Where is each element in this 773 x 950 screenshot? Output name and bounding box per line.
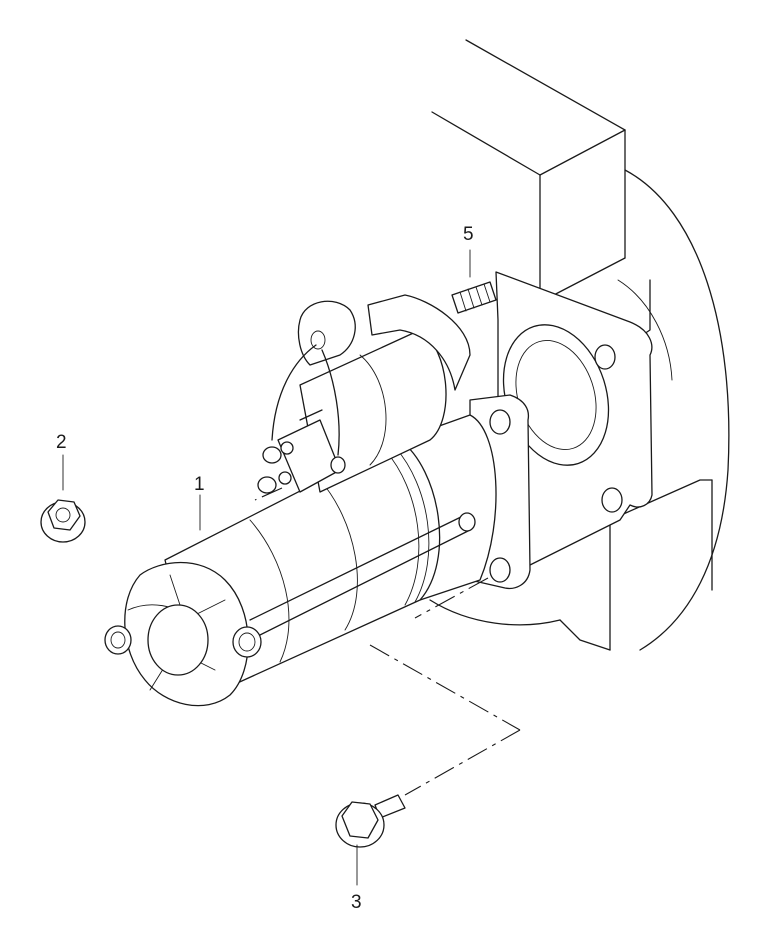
callout-3: 3 [351, 892, 362, 913]
callout-5: 5 [463, 224, 474, 245]
mounting-flange [495, 271, 653, 581]
stud-part-5 [451, 249, 497, 314]
callout-2: 2 [56, 432, 67, 453]
callout-1: 1 [194, 474, 205, 495]
assembly-lines [254, 487, 521, 796]
solenoid [257, 294, 471, 494]
flange-nut-part-2 [40, 454, 86, 543]
flange-bolt-part-3 [335, 794, 406, 886]
starter-motor [104, 394, 531, 707]
